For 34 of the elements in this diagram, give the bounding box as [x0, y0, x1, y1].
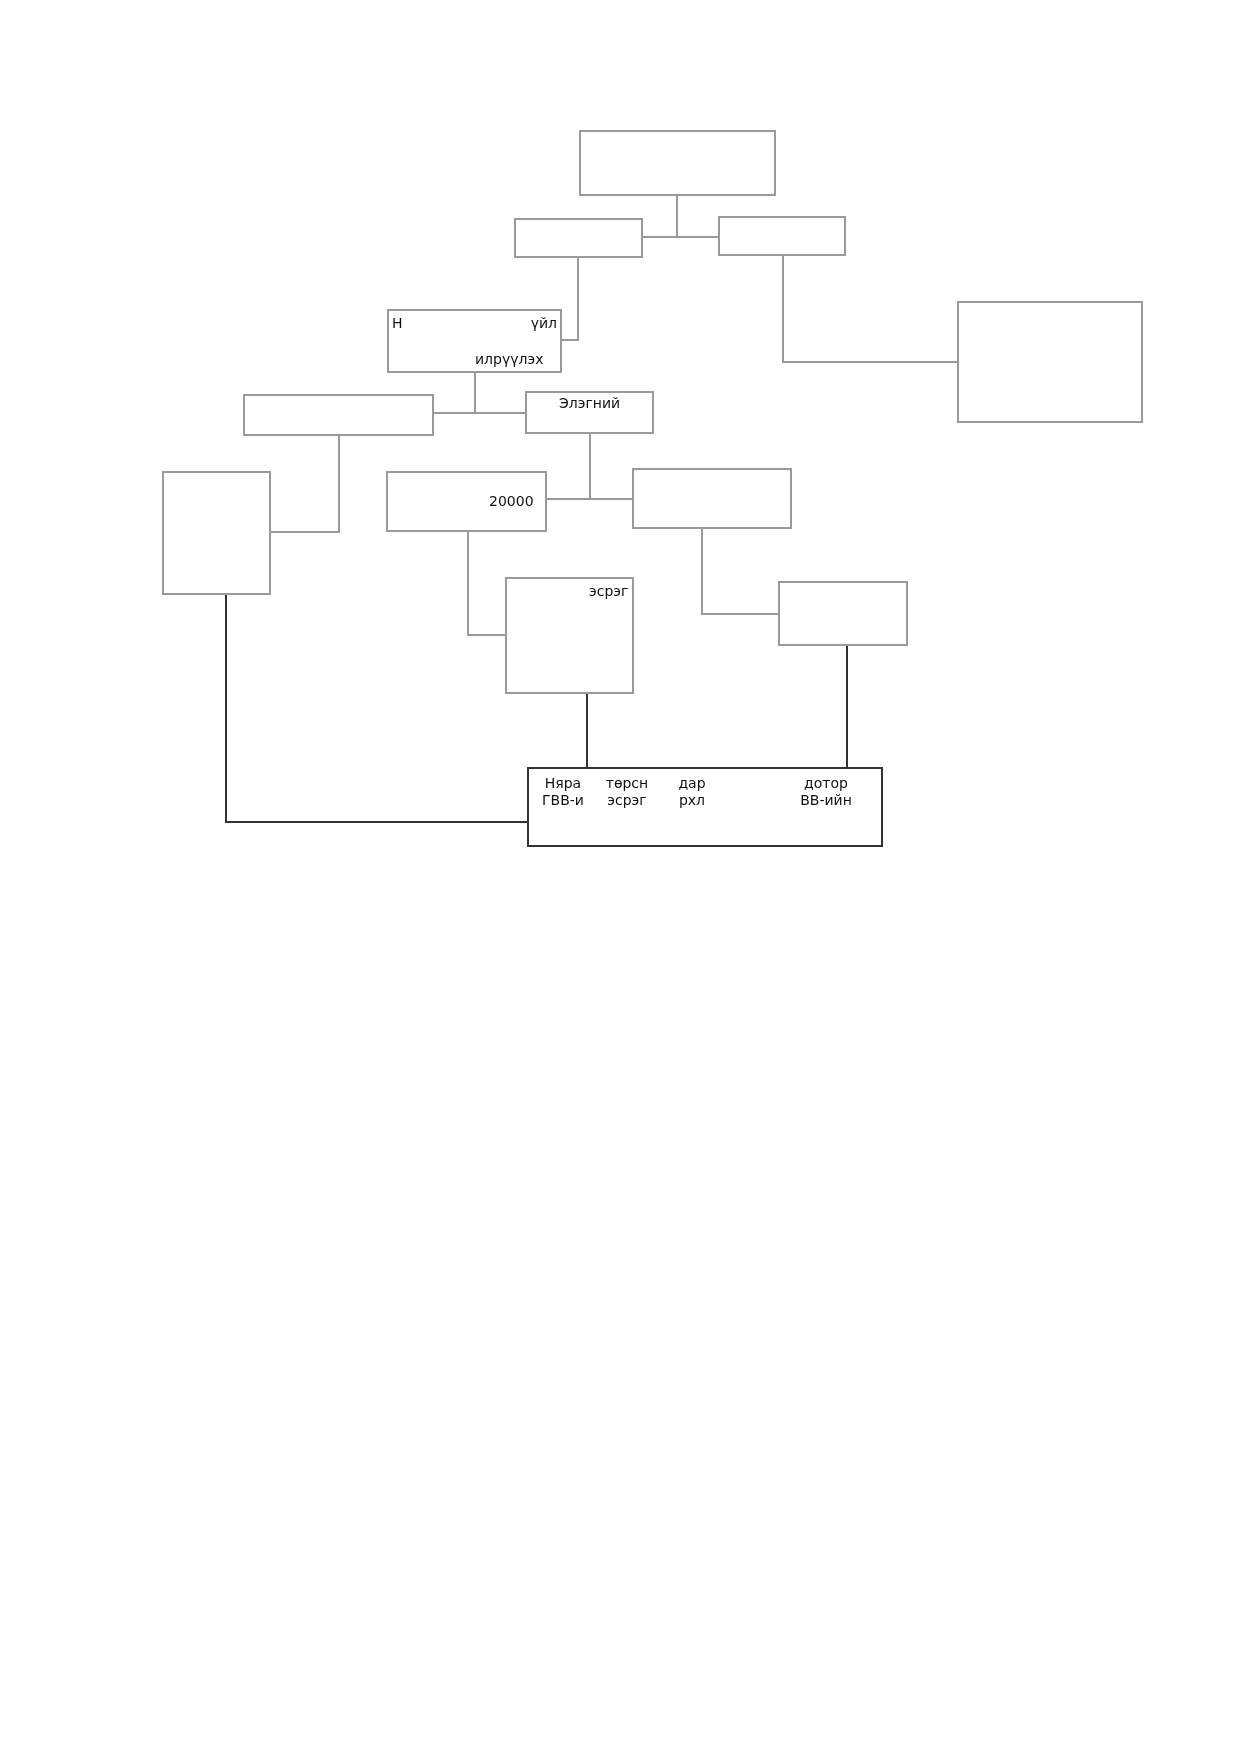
empty-box	[243, 394, 434, 436]
box-text: үйл	[530, 315, 557, 332]
box-text: Элэгний	[559, 395, 621, 412]
box-text: 20000	[489, 493, 534, 510]
connector-line	[589, 433, 633, 500]
empty-box	[957, 301, 1143, 423]
text-box	[387, 309, 562, 373]
empty-box	[162, 471, 271, 595]
connector-line	[225, 594, 528, 823]
connector-line	[701, 528, 779, 615]
box-text: дотор ВВ-ийн	[799, 775, 853, 809]
text-box	[505, 577, 634, 694]
empty-box	[718, 216, 846, 256]
box-text: дар рхл	[677, 775, 707, 809]
empty-box	[632, 468, 792, 529]
box-text: эсрэг	[589, 583, 629, 600]
empty-box	[514, 218, 643, 258]
box-text: Н	[392, 315, 403, 332]
connector-line	[586, 693, 588, 768]
connector-line	[782, 255, 958, 363]
connector-line	[846, 645, 848, 768]
box-text: төрсн эсрэг	[604, 775, 650, 809]
text-box	[386, 471, 547, 532]
empty-box	[579, 130, 776, 196]
box-text: Няра ГВВ-и	[541, 775, 585, 809]
text-box	[527, 767, 883, 847]
text-box	[525, 391, 654, 434]
box-text: илрүүлэх	[475, 351, 544, 368]
connector-line	[270, 435, 340, 533]
connector-line	[676, 195, 719, 238]
connector-line	[467, 531, 506, 636]
empty-box	[778, 581, 908, 646]
connector-line	[474, 372, 526, 414]
connector-line	[561, 257, 579, 341]
